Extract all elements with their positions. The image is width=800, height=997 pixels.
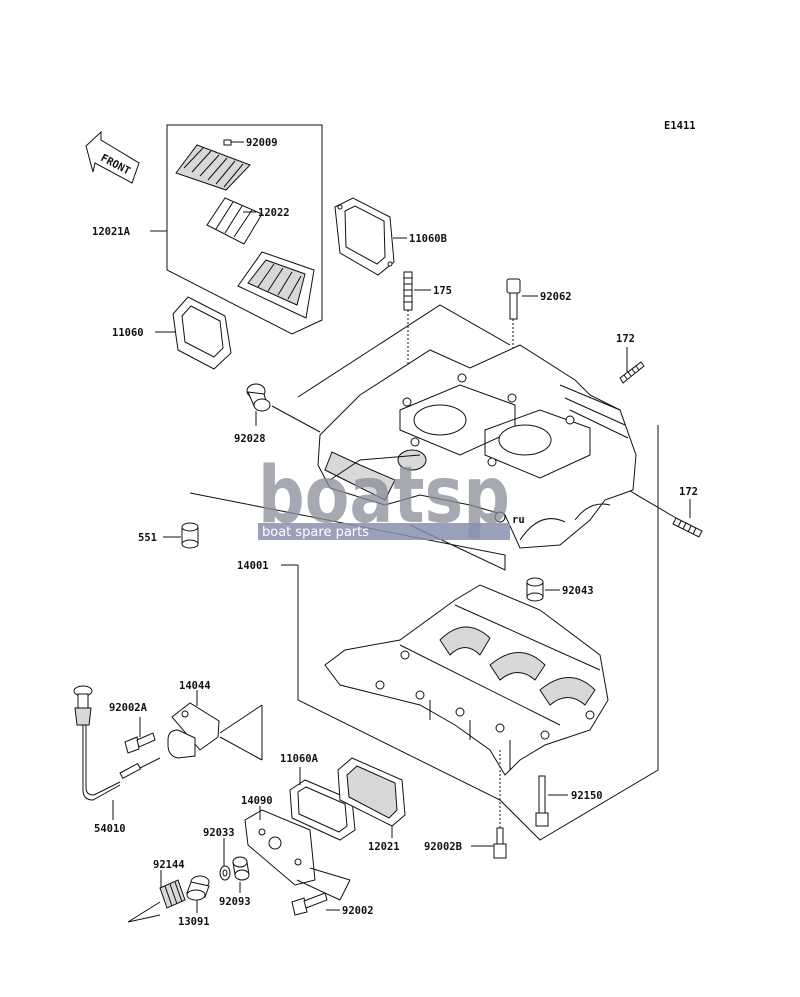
label-12022: 12022	[258, 207, 290, 219]
dowel-pin-92043	[526, 577, 544, 602]
label-92150: 92150	[571, 790, 603, 802]
label-12021a: 12021A	[92, 226, 131, 238]
spring-92144	[127, 879, 186, 923]
label-92002a: 92002A	[109, 702, 148, 714]
label-13091: 13091	[178, 916, 210, 928]
stud-172-upper	[619, 361, 645, 384]
plate-14090	[244, 809, 351, 901]
crankcase-assembly-outline	[297, 304, 659, 841]
label-14044: 14044	[179, 680, 211, 692]
cover-12021	[337, 757, 406, 827]
bolt-92002	[291, 892, 328, 916]
bolt-92150	[535, 775, 549, 827]
label-92002b: 92002B	[424, 841, 462, 853]
stud-175	[403, 271, 413, 390]
label-14090: 14090	[241, 795, 273, 807]
front-direction-arrow-icon: FRONT	[85, 130, 140, 184]
bolt-92002a	[124, 732, 156, 754]
washer-92033	[219, 865, 231, 881]
bushing-92093	[232, 856, 250, 881]
label-172-lower: 172	[679, 486, 698, 498]
gasket-11060	[172, 296, 232, 370]
label-92144: 92144	[153, 859, 185, 871]
label-551: 551	[138, 532, 157, 544]
stud-172-lower	[624, 487, 703, 538]
watermark-suffix: ru	[512, 514, 525, 526]
label-92002: 92002	[342, 905, 374, 917]
gasket-11060b	[334, 197, 395, 276]
watermark-tagline: boat spare parts	[262, 525, 369, 540]
reed-valve-group-box	[166, 124, 323, 335]
label-172-upper: 172	[616, 333, 635, 345]
label-92033: 92033	[203, 827, 235, 839]
lower-crankcase	[324, 584, 609, 776]
upper-crankcase	[317, 344, 637, 549]
label-11060: 11060	[112, 327, 144, 339]
gasket-11060a	[289, 779, 356, 841]
collar-92028	[246, 383, 321, 433]
dowel-pin-551	[181, 522, 199, 549]
bolt-92002b	[493, 750, 507, 859]
fitting-14044	[167, 702, 263, 761]
part-labels: 92009 12022 12021A 11060B 175 92062 1106…	[92, 137, 698, 928]
diagram-code: E1411	[664, 120, 696, 132]
label-11060b: 11060B	[409, 233, 447, 245]
label-14001: 14001	[237, 560, 269, 572]
label-11060a: 11060A	[280, 753, 319, 765]
label-92043: 92043	[562, 585, 594, 597]
label-175: 175	[433, 285, 452, 297]
label-92028: 92028	[234, 433, 266, 445]
label-92093: 92093	[219, 896, 251, 908]
label-12021: 12021	[368, 841, 400, 853]
label-92009: 92009	[246, 137, 278, 149]
cable-54010	[73, 685, 161, 801]
boatsp-watermark-logo: boatsp boat spare parts ru	[258, 451, 525, 541]
label-92062: 92062	[540, 291, 572, 303]
nipple-13091	[186, 875, 210, 901]
label-54010: 54010	[94, 823, 126, 835]
